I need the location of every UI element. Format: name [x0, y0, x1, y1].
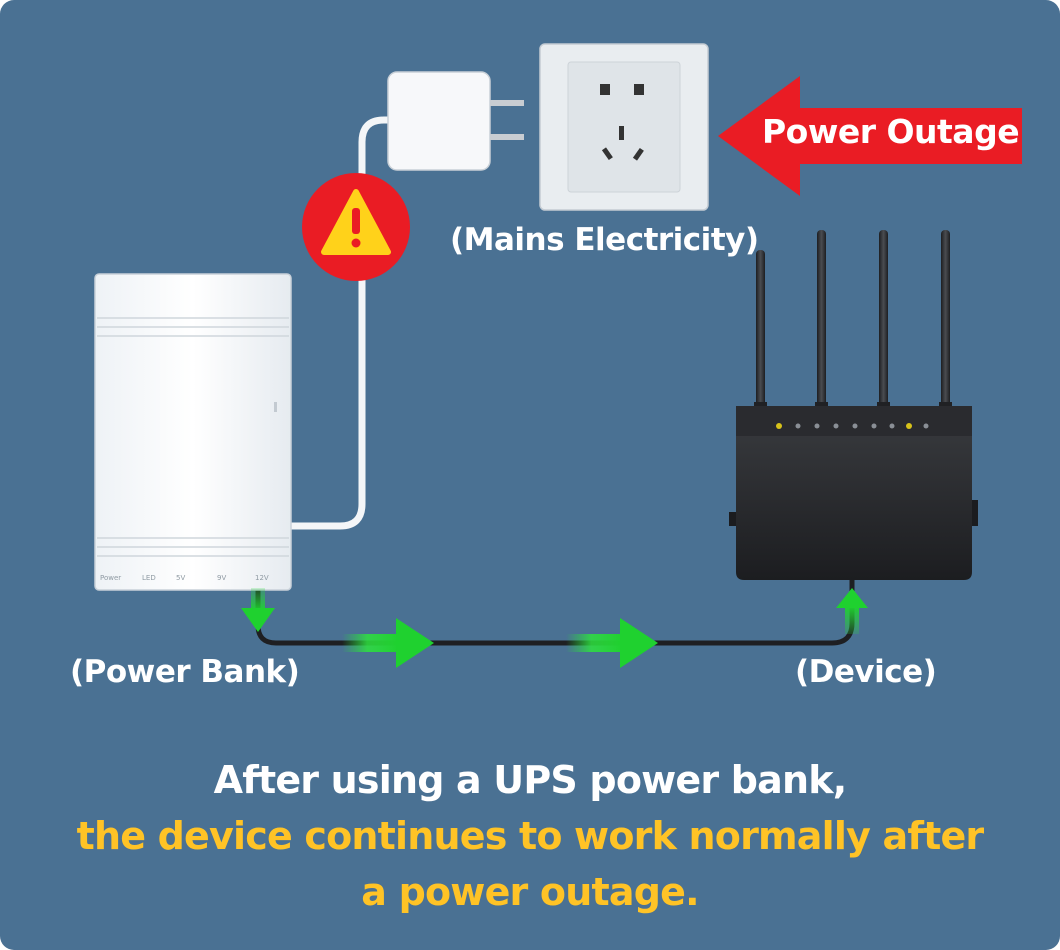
flow-arrow-up — [836, 588, 868, 634]
power-bank-label: (Power Bank) — [70, 654, 300, 690]
wall-socket — [539, 43, 709, 211]
power-bank-unit — [94, 273, 292, 591]
caption-line-2: the device continues to work normally af… — [76, 814, 985, 858]
port-label-led: LED — [142, 574, 156, 582]
wall-charger — [387, 71, 524, 171]
flow-arrow-right-2 — [566, 618, 658, 668]
port-label-power: Power — [100, 574, 122, 582]
port-label-12v: 12V — [255, 574, 269, 582]
warning-icon — [302, 173, 410, 281]
caption-line-3: a power outage. — [361, 870, 699, 914]
output-cable — [255, 578, 855, 646]
outage-arrow — [718, 76, 1022, 196]
flow-arrow-down — [241, 588, 275, 632]
caption: After using a UPS power bank, the device… — [0, 752, 1060, 920]
port-label-9v: 9V — [217, 574, 227, 582]
router-device — [729, 230, 978, 580]
mains-electricity-label: (Mains Electricity) — [450, 222, 759, 258]
port-label-5v: 5V — [176, 574, 186, 582]
flow-arrow-right-1 — [342, 618, 434, 668]
power-outage-label: Power Outage — [762, 112, 1020, 151]
caption-line-1: After using a UPS power bank, — [213, 758, 848, 802]
charger-cable — [284, 116, 402, 530]
device-label: (Device) — [795, 654, 937, 690]
